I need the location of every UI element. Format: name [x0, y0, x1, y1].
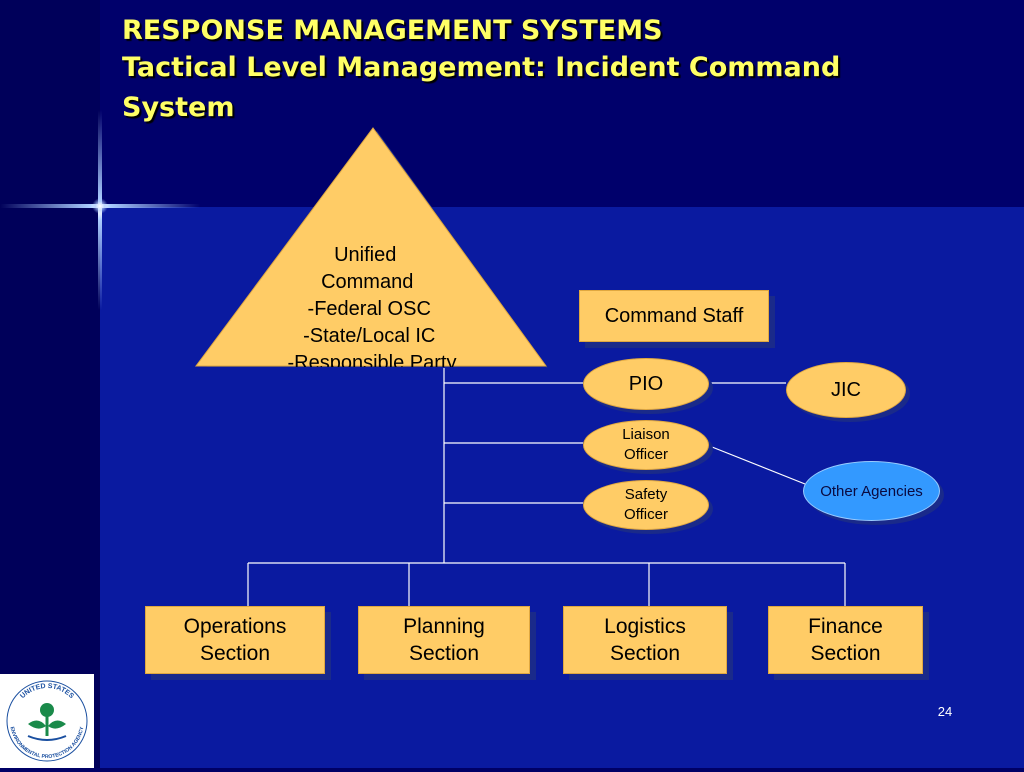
logistics-line-2: Section [609, 642, 681, 665]
safety-officer-oval: Safety Officer [583, 480, 709, 530]
triangle-base-mask [196, 367, 546, 381]
finance-line-1: Finance [808, 615, 883, 638]
sparkle-icon-center [92, 198, 108, 214]
planning-line-2: Section [408, 642, 480, 665]
safety-line-2: Officer [624, 506, 668, 523]
title-line-2: Tactical Level Management: Incident Comm… [122, 52, 841, 123]
seal-leaf-right-icon [48, 720, 66, 729]
seal-ring [6, 680, 88, 762]
finance-line-2: Section [810, 642, 881, 665]
pio-oval: PIO [583, 358, 709, 410]
epa-seal-icon: UNITED STATES ENVIRONMENTAL PROTECTION A… [6, 680, 88, 762]
seal-water-icon [27, 735, 67, 741]
pio-label: PIO [628, 372, 664, 395]
slide-title: RESPONSE MANAGEMENT SYSTEMS Tactical Lev… [122, 14, 962, 128]
operations-line-2: Section [199, 642, 271, 665]
other-agencies-oval: Other Agencies [803, 461, 940, 521]
uc-line-3: -Federal OSC [308, 298, 431, 320]
page-number: 24 [937, 704, 953, 719]
background-left-strip [0, 0, 100, 768]
other-agencies-label: Other Agencies [820, 482, 923, 500]
command-staff-label: Command Staff [604, 304, 744, 327]
planning-section-box: Planning Section [358, 606, 530, 674]
uc-line-2: Command [321, 271, 413, 293]
epa-logo: UNITED STATES ENVIRONMENTAL PROTECTION A… [0, 674, 94, 768]
seal-flower-icon [40, 703, 54, 717]
liaison-officer-oval: Liaison Officer [583, 420, 709, 470]
jic-oval: JIC [786, 362, 906, 418]
jic-label: JIC [831, 378, 861, 401]
liaison-line-2: Officer [624, 446, 668, 463]
logistics-line-1: Logistics [604, 615, 686, 638]
finance-section-box: Finance Section [768, 606, 923, 674]
unified-command-triangle [195, 127, 547, 367]
operations-section-box: Operations Section [145, 606, 325, 674]
uc-line-1: Unified [334, 244, 396, 266]
command-staff-box: Command Staff [579, 290, 769, 342]
safety-line-1: Safety [624, 486, 668, 503]
connector-lines [247, 368, 846, 606]
seal-stem-icon [45, 716, 49, 736]
liaison-agencies-connector [706, 444, 806, 485]
uc-line-4: -State/Local IC [303, 325, 435, 347]
seal-leaf-left-icon [28, 720, 46, 729]
background-top [0, 0, 1024, 207]
title-line-1: RESPONSE MANAGEMENT SYSTEMS [122, 15, 663, 46]
liaison-line-1: Liaison [622, 426, 670, 443]
planning-line-1: Planning [403, 615, 485, 638]
logistics-section-box: Logistics Section [563, 606, 727, 674]
operations-line-1: Operations [183, 615, 287, 638]
